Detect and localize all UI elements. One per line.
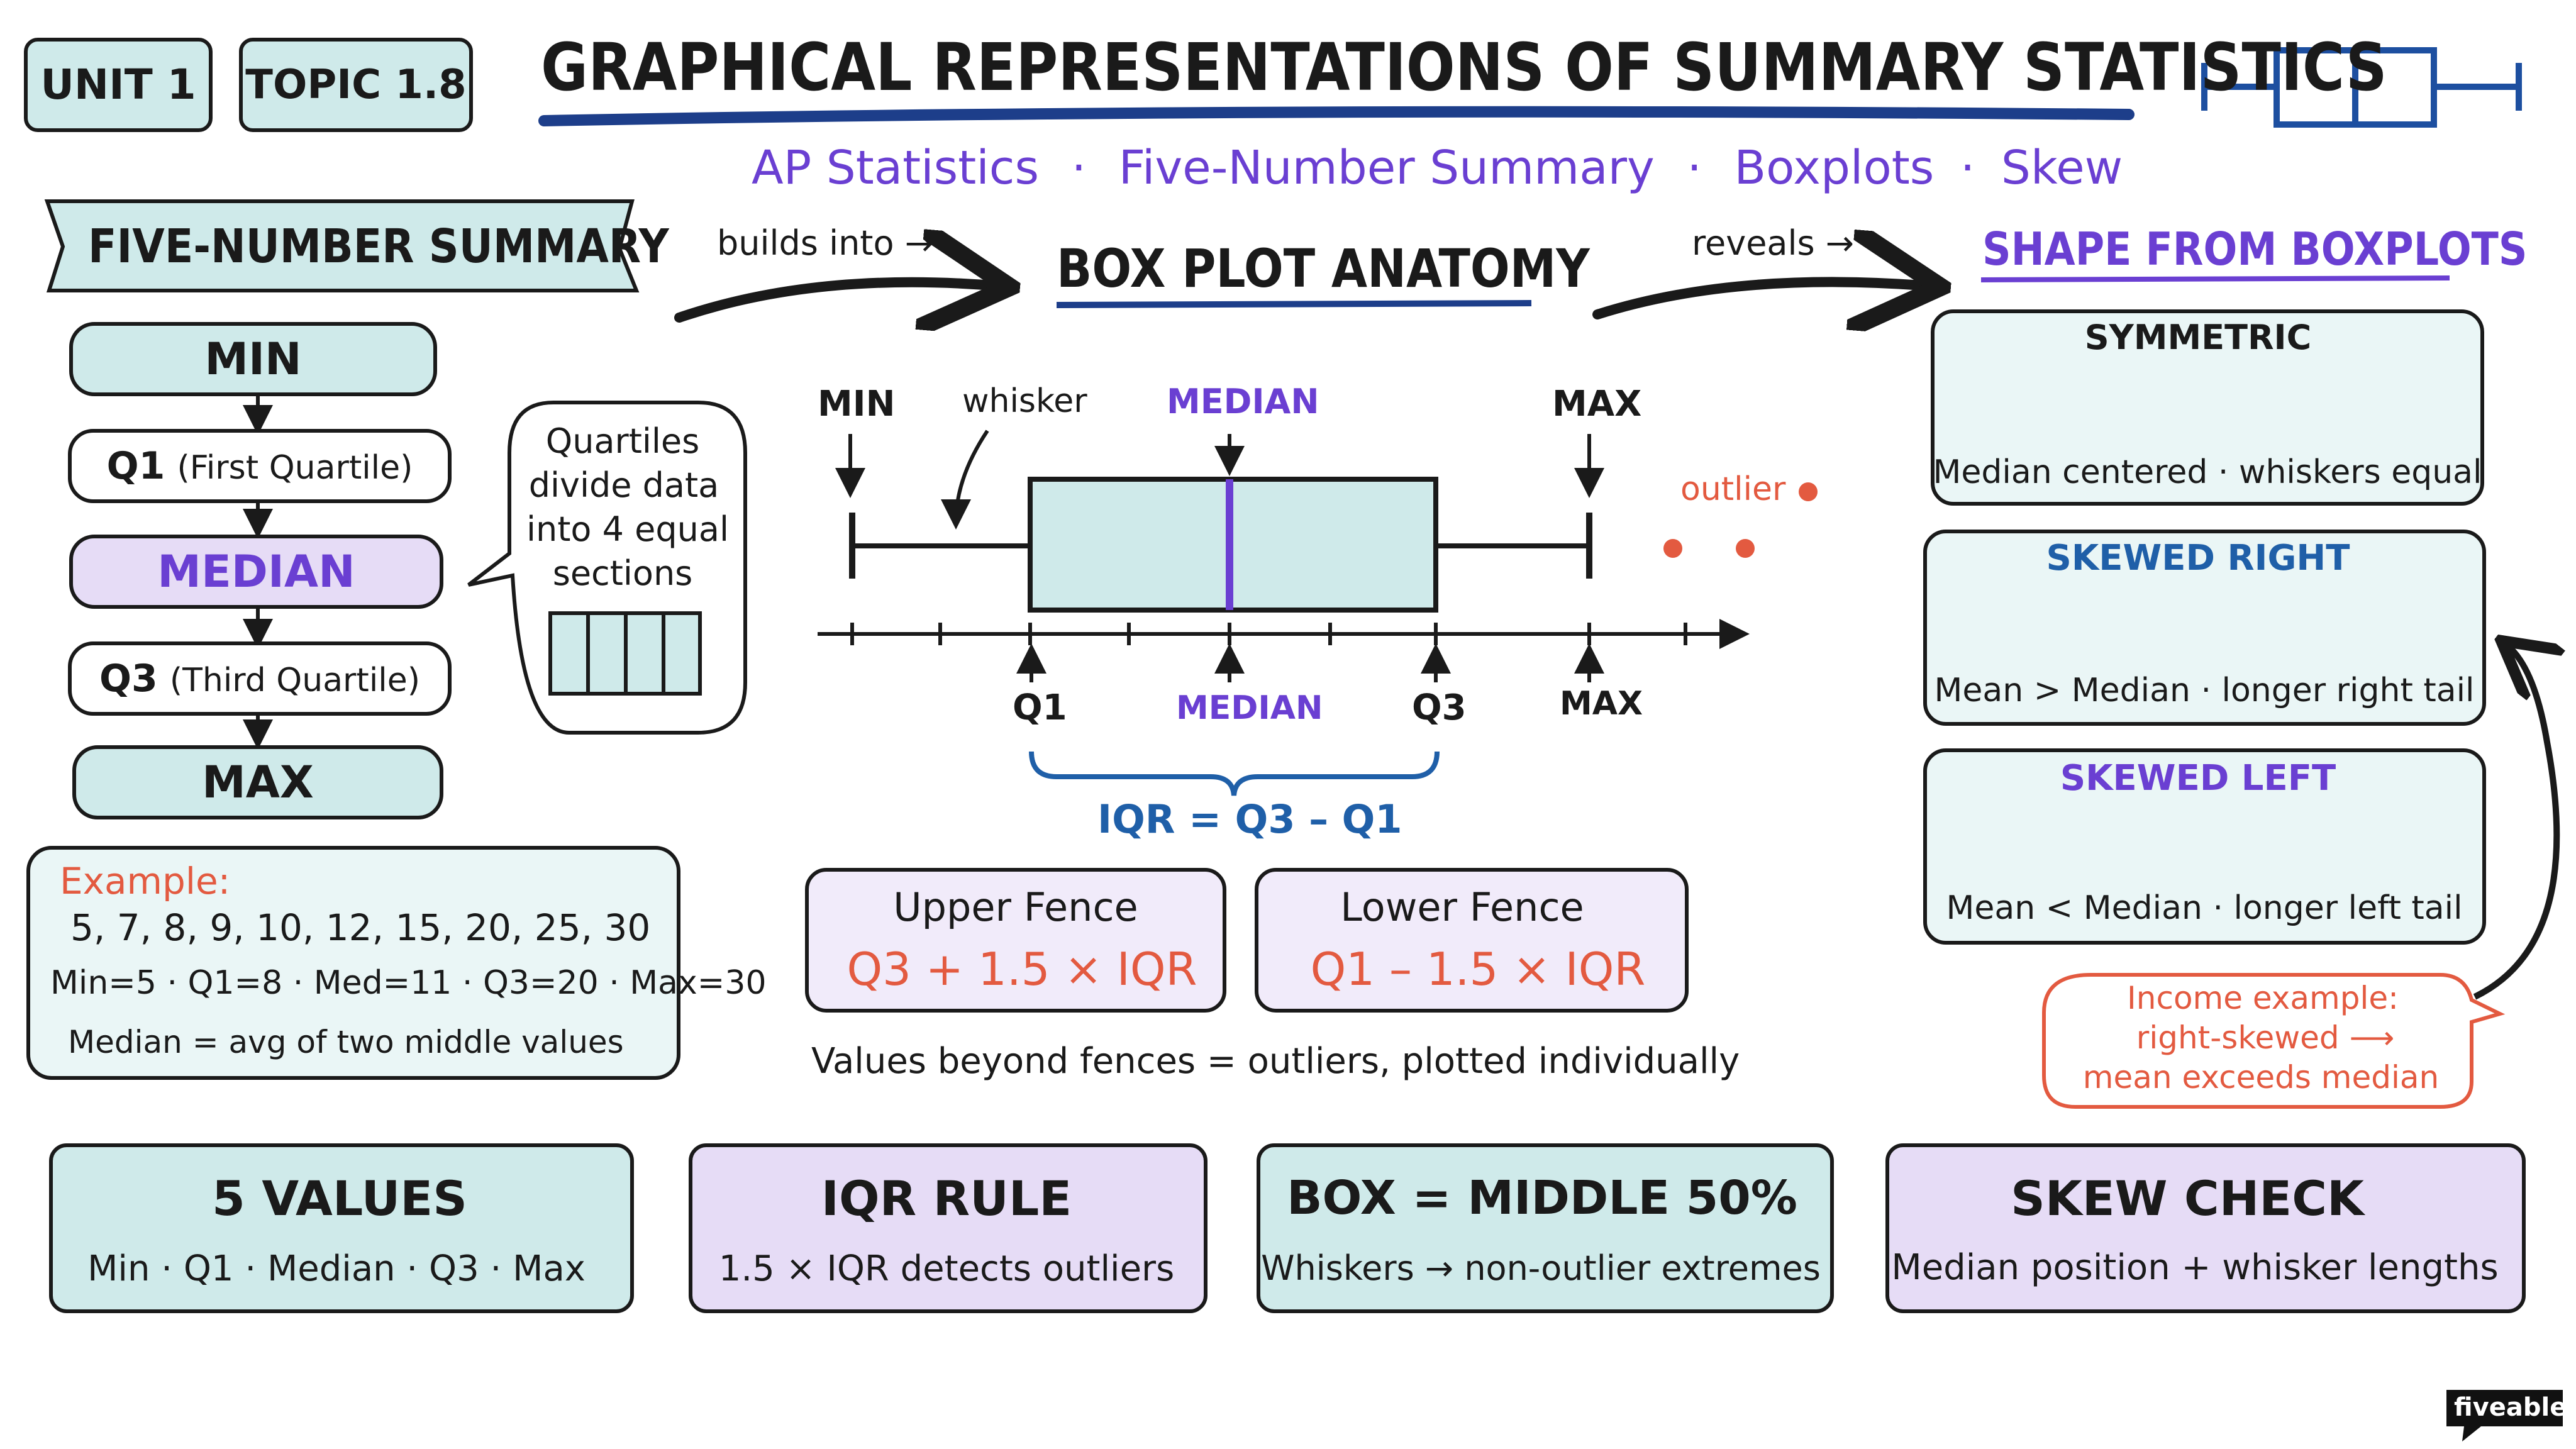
subtitle-skew: Skew xyxy=(2001,141,2123,195)
step-q1: Q1 (First Quartile) xyxy=(68,429,452,503)
lower-fence-box xyxy=(1255,868,1689,1013)
top-label-max: MAX xyxy=(1552,384,1642,425)
income-line-1: Income example: xyxy=(2127,980,2399,1016)
boxplot-icon xyxy=(2201,47,2522,128)
topic-badge: TOPIC 1.8 xyxy=(239,38,473,132)
bubble-line-1: Quartiles xyxy=(545,421,700,461)
step-q1-sub: (First Quartile) xyxy=(177,449,413,487)
step-max-label: MAX xyxy=(202,757,314,808)
top-label-whisker: whisker xyxy=(962,382,1087,420)
iqr-formula: IQR = Q3 – Q1 xyxy=(1097,796,1402,842)
builds-into-arrow xyxy=(674,282,1000,318)
iqr-brace xyxy=(1029,751,1440,796)
card-box-middle-title: BOX = MIDDLE 50% xyxy=(1287,1171,1797,1225)
unit-badge: UNIT 1 xyxy=(24,38,213,132)
brand-logo: fiveable xyxy=(2454,1393,2567,1422)
bottom-label-q3: Q3 xyxy=(1412,687,1467,728)
lower-fence-formula: Q1 – 1.5 × IQR xyxy=(1310,943,1646,996)
upper-fence-box xyxy=(805,868,1226,1013)
example-data: 5, 7, 8, 9, 10, 12, 15, 20, 25, 30 xyxy=(70,906,651,949)
step-min: MIN xyxy=(69,322,437,396)
symmetric-title: SYMMETRIC xyxy=(2084,318,2312,357)
step-q3-sub: (Third Quartile) xyxy=(169,662,420,699)
top-label-outlier: outlier xyxy=(1680,470,1786,508)
shape-title-underline xyxy=(1980,275,2450,282)
card-iqr-rule-sub: 1.5 × IQR detects outliers xyxy=(718,1248,1175,1289)
card-5-values-title: 5 VALUES xyxy=(212,1170,467,1226)
lower-fence-label: Lower Fence xyxy=(1340,884,1584,930)
anatomy-boxplot xyxy=(849,477,1818,613)
skewed-left-title: SKEWED LEFT xyxy=(2060,758,2336,799)
step-q3: Q3 (Third Quartile) xyxy=(68,641,452,716)
page-title: GRAPHICAL REPRESENTATIONS OF SUMMARY STA… xyxy=(541,29,2387,106)
income-to-skew-arrow xyxy=(2473,645,2557,1000)
skewed-right-card xyxy=(1923,530,2486,726)
card-skew-check-sub: Median position + whisker lengths xyxy=(1891,1247,2499,1288)
quartile-sections-icon xyxy=(548,611,702,696)
card-iqr-rule-title: IQR RULE xyxy=(821,1170,1072,1226)
subtitle-sep: · xyxy=(1071,141,1087,195)
shapes-title: SHAPE FROM BOXPLOTS xyxy=(1982,223,2528,275)
upper-fence-label: Upper Fence xyxy=(893,884,1138,930)
five-number-banner-title: FIVE-NUMBER SUMMARY xyxy=(88,219,669,274)
upper-fence-formula: Q3 + 1.5 × IQR xyxy=(847,943,1197,996)
subtitle: AP Statistics · Five-Number Summary · Bo… xyxy=(752,145,2123,191)
subtitle-ap: AP Statistics xyxy=(752,141,1040,195)
bubble-line-4: sections xyxy=(552,553,693,593)
bottom-label-median: MEDIAN xyxy=(1176,689,1323,727)
card-box-middle xyxy=(1257,1143,1834,1313)
subtitle-boxplots: Boxplots xyxy=(1734,141,1935,195)
step-max: MAX xyxy=(72,745,443,819)
builds-into-label: builds into → xyxy=(717,223,933,263)
card-5-values xyxy=(49,1143,634,1313)
subtitle-sep: · xyxy=(1960,141,1975,195)
skewed-right-title: SKEWED RIGHT xyxy=(2046,538,2350,579)
skewed-left-card xyxy=(1923,748,2486,945)
number-line xyxy=(818,619,1750,649)
pointer-arrows-bottom xyxy=(1016,643,1604,682)
anatomy-title: BOX PLOT ANATOMY xyxy=(1057,238,1590,299)
anatomy-title-underline xyxy=(1056,300,1532,308)
bubble-line-3: into 4 equal xyxy=(526,509,729,549)
subtitle-five-number: Five-Number Summary xyxy=(1118,141,1655,195)
five-number-banner-shape xyxy=(44,199,640,292)
step-median-label: MEDIAN xyxy=(157,546,355,597)
bottom-label-max: MAX xyxy=(1560,685,1643,723)
title-underline xyxy=(538,106,2135,126)
income-line-2: right-skewed ⟶ xyxy=(2136,1019,2395,1056)
card-box-middle-sub: Whiskers → non-outlier extremes xyxy=(1261,1248,1821,1288)
bottom-label-q1: Q1 xyxy=(1013,687,1067,728)
example-note: Median = avg of two middle values xyxy=(68,1024,624,1060)
reveals-arrow xyxy=(1592,282,1931,314)
pointer-arrows-top xyxy=(835,430,1604,530)
fence-note: Values beyond fences = outliers, plotted… xyxy=(811,1041,1740,1082)
step-min-label: MIN xyxy=(204,333,302,385)
subtitle-sep: · xyxy=(1687,141,1702,195)
topic-label: TOPIC 1.8 xyxy=(245,62,467,108)
card-skew-check-title: SKEW CHECK xyxy=(2011,1170,2364,1226)
brand-badge-shape xyxy=(2446,1390,2563,1441)
income-line-3: mean exceeds median xyxy=(2082,1059,2440,1096)
top-label-median: MEDIAN xyxy=(1167,382,1319,421)
reveals-label: reveals → xyxy=(1692,223,1855,263)
step-q1-label: Q1 xyxy=(106,444,165,488)
unit-label: UNIT 1 xyxy=(40,60,196,109)
bubble-line-2: divide data xyxy=(528,465,719,505)
example-stats: Min=5 · Q1=8 · Med=11 · Q3=20 · Max=30 xyxy=(50,964,767,1002)
symmetric-card xyxy=(1931,309,2484,506)
example-box xyxy=(26,846,680,1080)
example-label: Example: xyxy=(60,860,231,902)
income-bubble xyxy=(2042,973,2506,1109)
symmetric-caption: Median centered · whiskers equal xyxy=(1933,453,2482,491)
card-iqr-rule xyxy=(689,1143,1208,1313)
skewed-left-caption: Mean < Median · longer left tail xyxy=(1946,889,2463,927)
step-q3-label: Q3 xyxy=(99,657,158,701)
card-skew-check xyxy=(1885,1143,2526,1313)
step-median: MEDIAN xyxy=(69,535,443,609)
card-5-values-sub: Min · Q1 · Median · Q3 · Max xyxy=(87,1248,586,1289)
top-label-min: MIN xyxy=(818,384,896,425)
skewed-right-caption: Mean > Median · longer right tail xyxy=(1934,672,2475,709)
